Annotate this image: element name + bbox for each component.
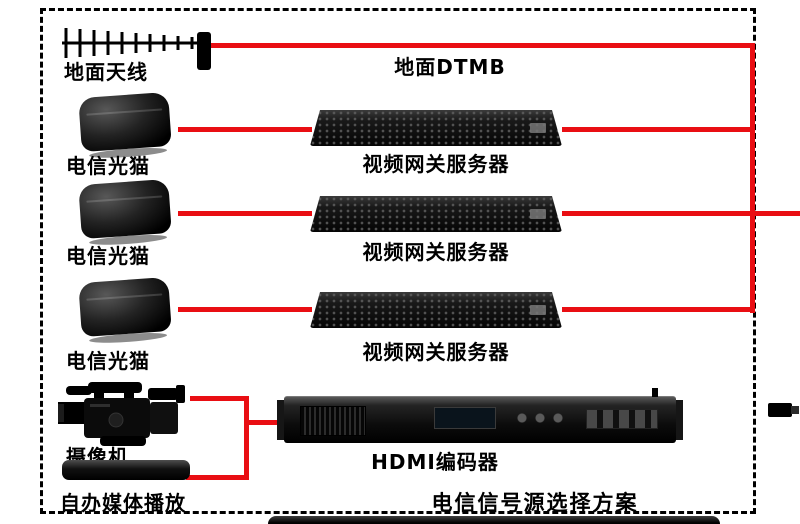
modem-icon xyxy=(78,276,172,338)
dtmb-line xyxy=(211,43,755,48)
antenna-icon xyxy=(62,28,200,58)
bracket-to-encoder-line xyxy=(244,420,288,425)
encoder-vent-icon xyxy=(300,406,366,436)
antenna-mast-icon xyxy=(197,32,211,70)
camera-icon xyxy=(58,382,185,446)
encoder-display-icon xyxy=(434,407,496,429)
bottom-device-bar-icon xyxy=(268,516,720,524)
modem-to-server-line xyxy=(178,127,312,132)
modem-label: 电信光猫 xyxy=(66,244,150,268)
antenna-label: 地面天线 xyxy=(64,60,148,84)
server-label: 视频网关服务器 xyxy=(362,240,510,264)
diagram-title: 电信信号源选择方案 xyxy=(431,491,639,515)
encoder-ports-icon xyxy=(586,409,658,429)
modem-to-server-line xyxy=(178,211,312,216)
server-icon xyxy=(310,292,562,328)
server-logo-icon xyxy=(530,123,546,133)
dtmb-label: 地面DTMB xyxy=(394,55,506,79)
server-label: 视频网关服务器 xyxy=(362,152,510,176)
edge-connector-icon xyxy=(768,403,792,417)
rack-ear-icon xyxy=(676,400,683,440)
server-icon xyxy=(310,196,562,232)
encoder-buttons-icon xyxy=(516,412,570,424)
bus-output-line xyxy=(750,211,800,216)
media-player-icon xyxy=(62,460,190,480)
camera-to-bracket-line xyxy=(190,396,249,401)
bracket-line xyxy=(244,396,249,480)
server-logo-icon xyxy=(530,209,546,219)
encoder-label: HDMI编码器 xyxy=(371,450,499,474)
server-logo-icon xyxy=(530,305,546,315)
modem-label: 电信光猫 xyxy=(66,154,150,178)
server-to-bus-line xyxy=(562,127,755,132)
edge-connector-tip-icon xyxy=(791,406,799,414)
media-to-bracket-line xyxy=(186,475,249,480)
bus-line xyxy=(750,43,755,313)
hdmi-encoder-icon xyxy=(277,388,683,443)
server-label: 视频网关服务器 xyxy=(362,340,510,364)
modem-icon xyxy=(78,178,172,240)
server-to-bus-line xyxy=(562,307,755,312)
encoder-antenna-stub-icon xyxy=(652,388,658,397)
modem-label: 电信光猫 xyxy=(66,349,150,373)
modem-to-server-line xyxy=(178,307,312,312)
server-to-bus-line xyxy=(562,211,755,216)
modem-icon xyxy=(78,91,172,153)
rack-ear-icon xyxy=(277,400,284,440)
media-player-label: 自办媒体播放 xyxy=(60,491,186,515)
server-icon xyxy=(310,110,562,146)
